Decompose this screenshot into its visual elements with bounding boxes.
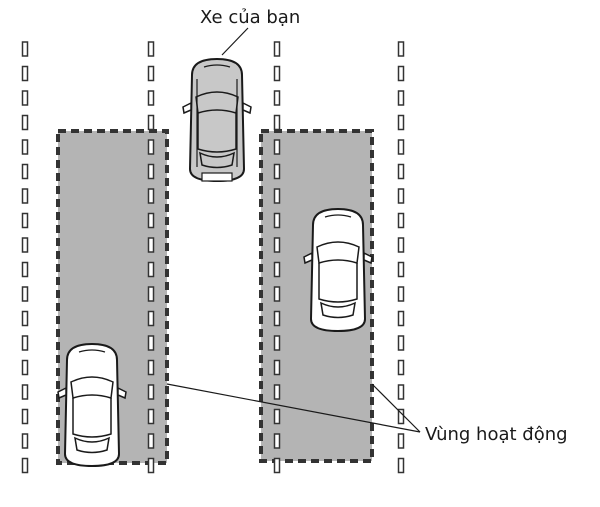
lane-marker-dash <box>397 335 405 351</box>
lane-marker-dash <box>21 41 29 57</box>
lane-marker-dash <box>21 433 29 449</box>
lane-marker-dash <box>397 359 405 376</box>
lane-marker-dash <box>397 41 405 57</box>
lane-marker-dash <box>397 90 405 106</box>
lane-marker-dash <box>273 188 281 204</box>
lane-marker-dash <box>21 335 29 351</box>
lane-marker-dash <box>147 163 155 180</box>
lane-marker-dash <box>21 188 29 204</box>
lane-marker-dash <box>147 90 155 106</box>
lane-marker-dash <box>147 310 155 327</box>
lane-marker-dash <box>21 408 29 425</box>
lane-marker-dash <box>273 41 281 57</box>
lane-marker-dash <box>273 286 281 302</box>
lane-marker-dash <box>397 261 405 278</box>
lane-marker-dash <box>147 139 155 155</box>
lane-marker-dash <box>147 237 155 253</box>
lane-marker-dash <box>147 65 155 82</box>
lane-marker-dash <box>147 114 155 131</box>
lane-marker-dash <box>147 41 155 57</box>
lane-marker-dash <box>21 457 29 474</box>
your-car-leader-line <box>221 27 249 56</box>
lane-marker-dash <box>147 188 155 204</box>
lane-marker-dash <box>397 310 405 327</box>
lane-marker-dash <box>273 212 281 229</box>
lane-marker-dash <box>397 139 405 155</box>
lane-marker-dash <box>273 457 281 474</box>
lane-marker-dash <box>21 384 29 400</box>
lane-marker-dash <box>21 359 29 376</box>
your-car-label: Xe của bạn <box>200 7 300 28</box>
lane-marker-dash <box>21 139 29 155</box>
lane-marker-dash <box>273 261 281 278</box>
lane-marker-dash <box>397 384 405 400</box>
zone-leader-line-left <box>166 383 421 433</box>
lane-marker-dash <box>397 114 405 131</box>
lane-marker-dash <box>147 457 155 474</box>
lane-marker-dash <box>147 212 155 229</box>
lane-marker-dash <box>147 286 155 302</box>
car-right-lane-icon <box>303 208 373 332</box>
lane-marker-dash <box>21 286 29 302</box>
lane-marker-dash <box>273 65 281 82</box>
lane-markers <box>21 41 405 474</box>
lane-marker-dash <box>397 65 405 82</box>
lane-marker-dash <box>147 433 155 449</box>
lane-marker-dash <box>21 261 29 278</box>
lane-marker-dash <box>273 408 281 425</box>
lane-marker-dash <box>397 286 405 302</box>
lane-marker-dash <box>147 261 155 278</box>
lane-marker-dash <box>21 65 29 82</box>
lane-marker-dash <box>21 90 29 106</box>
lane-marker-dash <box>147 359 155 376</box>
lane-marker-dash <box>397 188 405 204</box>
lane-marker-dash <box>21 237 29 253</box>
lane-marker-dash <box>397 212 405 229</box>
lane-marker-dash <box>273 359 281 376</box>
zone-leader-line-right <box>371 383 421 433</box>
lane-marker-dash <box>147 384 155 400</box>
lane-marker-dash <box>147 408 155 425</box>
lane-marker-dash <box>397 237 405 253</box>
lane-marker-dash <box>21 212 29 229</box>
lane-marker-dash <box>397 408 405 425</box>
lane-marker-dash <box>397 163 405 180</box>
lane-marker-dash <box>273 114 281 131</box>
active-zone-label: Vùng hoạt động <box>425 424 568 445</box>
lane-marker-dash <box>273 310 281 327</box>
lane-marker-dash <box>273 335 281 351</box>
lane-marker-dash <box>273 237 281 253</box>
lane-marker-dash <box>147 335 155 351</box>
lane-marker-dash <box>21 163 29 180</box>
lane-marker-dash <box>21 114 29 131</box>
lane-marker-dash <box>21 310 29 327</box>
lane-marker-dash <box>273 433 281 449</box>
lane-marker-dash <box>273 163 281 180</box>
lane-marker-dash <box>273 90 281 106</box>
your-car-icon <box>182 58 252 182</box>
lane-marker-dash <box>273 139 281 155</box>
lane-marker-dash <box>273 384 281 400</box>
lane-marker-dash <box>397 433 405 449</box>
lane-marker-dash <box>397 457 405 474</box>
car-left-lane-icon <box>57 343 127 467</box>
